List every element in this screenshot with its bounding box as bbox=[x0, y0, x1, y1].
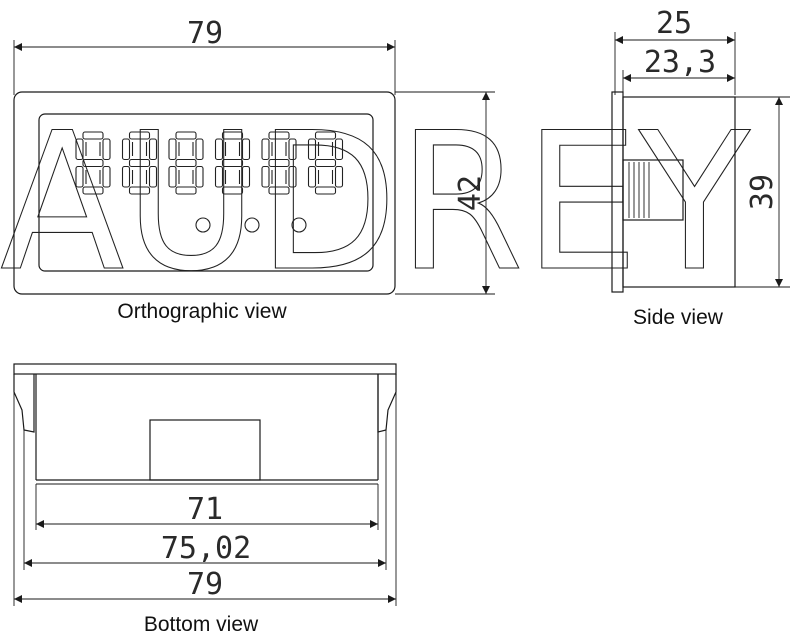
bottom-front-flange bbox=[13, 363, 397, 375]
watermark-text: AUDREY bbox=[0, 92, 751, 313]
digit-segment bbox=[175, 158, 197, 168]
digit-segment bbox=[175, 186, 197, 195]
digit-inner-line bbox=[224, 142, 241, 184]
right-clip bbox=[377, 374, 397, 433]
display-digit bbox=[168, 131, 204, 195]
decimal-points bbox=[195, 217, 307, 233]
digit-segment bbox=[241, 138, 251, 161]
digit-inner-line bbox=[131, 142, 148, 184]
digit-segment bbox=[314, 131, 337, 140]
display-digit bbox=[121, 131, 158, 195]
digit-segment bbox=[307, 138, 317, 161]
digit-segment bbox=[288, 165, 297, 188]
digit-segment bbox=[102, 165, 111, 188]
digit-segment bbox=[307, 165, 317, 188]
connector-block bbox=[622, 159, 684, 221]
side-view-caption: Side view bbox=[633, 306, 724, 329]
digit-segment bbox=[195, 138, 204, 161]
digit-segment bbox=[221, 158, 244, 168]
digit-segment bbox=[261, 138, 270, 161]
digit-segment bbox=[221, 131, 244, 140]
inner-width-dimension-label: 71 bbox=[187, 492, 223, 527]
body-depth-dimension-label: 23,3 bbox=[644, 45, 716, 80]
digit-segment bbox=[82, 186, 104, 195]
outer-width-dimension-label: 79 bbox=[187, 567, 223, 602]
digit-segment bbox=[128, 158, 151, 168]
decimal-point bbox=[195, 217, 211, 233]
digit-segment bbox=[268, 158, 290, 168]
digit-segment bbox=[314, 186, 337, 195]
digit-segment bbox=[175, 131, 197, 140]
left-clip bbox=[13, 374, 35, 433]
digit-segment bbox=[214, 138, 224, 161]
side-view: 25 23,3 39 Side view bbox=[611, 6, 790, 329]
digit-segment bbox=[214, 165, 224, 188]
digit-inner-line bbox=[178, 142, 194, 184]
side-height-dimension-label: 39 bbox=[745, 174, 780, 210]
digit-segment bbox=[75, 138, 84, 161]
digit-segment bbox=[168, 138, 177, 161]
digit-segment bbox=[82, 158, 104, 168]
bottom-view-caption: Bottom view bbox=[144, 613, 259, 636]
digit-segment bbox=[288, 138, 297, 161]
digit-segment bbox=[82, 131, 104, 140]
orthographic-view-caption: Orthographic view bbox=[117, 300, 287, 323]
display-digit bbox=[214, 131, 251, 195]
digit-inner-line bbox=[85, 142, 101, 184]
bottom-view: 71 75,02 79 Bottom view bbox=[13, 363, 397, 636]
display-digit bbox=[307, 131, 344, 195]
digit-segment bbox=[221, 186, 244, 195]
digit-inner-line bbox=[271, 142, 287, 184]
digit-segment bbox=[268, 131, 290, 140]
display-window bbox=[38, 113, 374, 272]
digit-segment bbox=[268, 186, 290, 195]
digit-segment bbox=[128, 131, 151, 140]
digit-segment bbox=[128, 186, 151, 195]
depth-dimension-label: 25 bbox=[656, 6, 692, 41]
decimal-point bbox=[244, 217, 260, 233]
digit-segment bbox=[75, 165, 84, 188]
digit-segment bbox=[241, 165, 251, 188]
orthographic-view: 79 42 Orthographic view bbox=[13, 16, 495, 323]
seven-segment-digits bbox=[75, 131, 344, 195]
height-dimension-label: 42 bbox=[453, 175, 488, 211]
digit-segment bbox=[261, 165, 270, 188]
digit-inner-line bbox=[317, 142, 334, 184]
digit-segment bbox=[168, 165, 177, 188]
meter-body-outline bbox=[13, 91, 396, 295]
digit-segment bbox=[314, 158, 337, 168]
bottom-connector bbox=[149, 419, 261, 481]
digit-segment bbox=[195, 165, 204, 188]
width-dimension-label: 79 bbox=[187, 16, 223, 51]
display-digit bbox=[75, 131, 111, 195]
digit-segment bbox=[121, 165, 131, 188]
digit-segment bbox=[334, 138, 344, 161]
display-digit bbox=[261, 131, 297, 195]
digit-segment bbox=[334, 165, 344, 188]
digit-segment bbox=[148, 165, 158, 188]
mid-width-dimension-label: 75,02 bbox=[161, 531, 251, 566]
digit-segment bbox=[148, 138, 158, 161]
digit-segment bbox=[102, 138, 111, 161]
digit-segment bbox=[121, 138, 131, 161]
decimal-point bbox=[291, 217, 307, 233]
